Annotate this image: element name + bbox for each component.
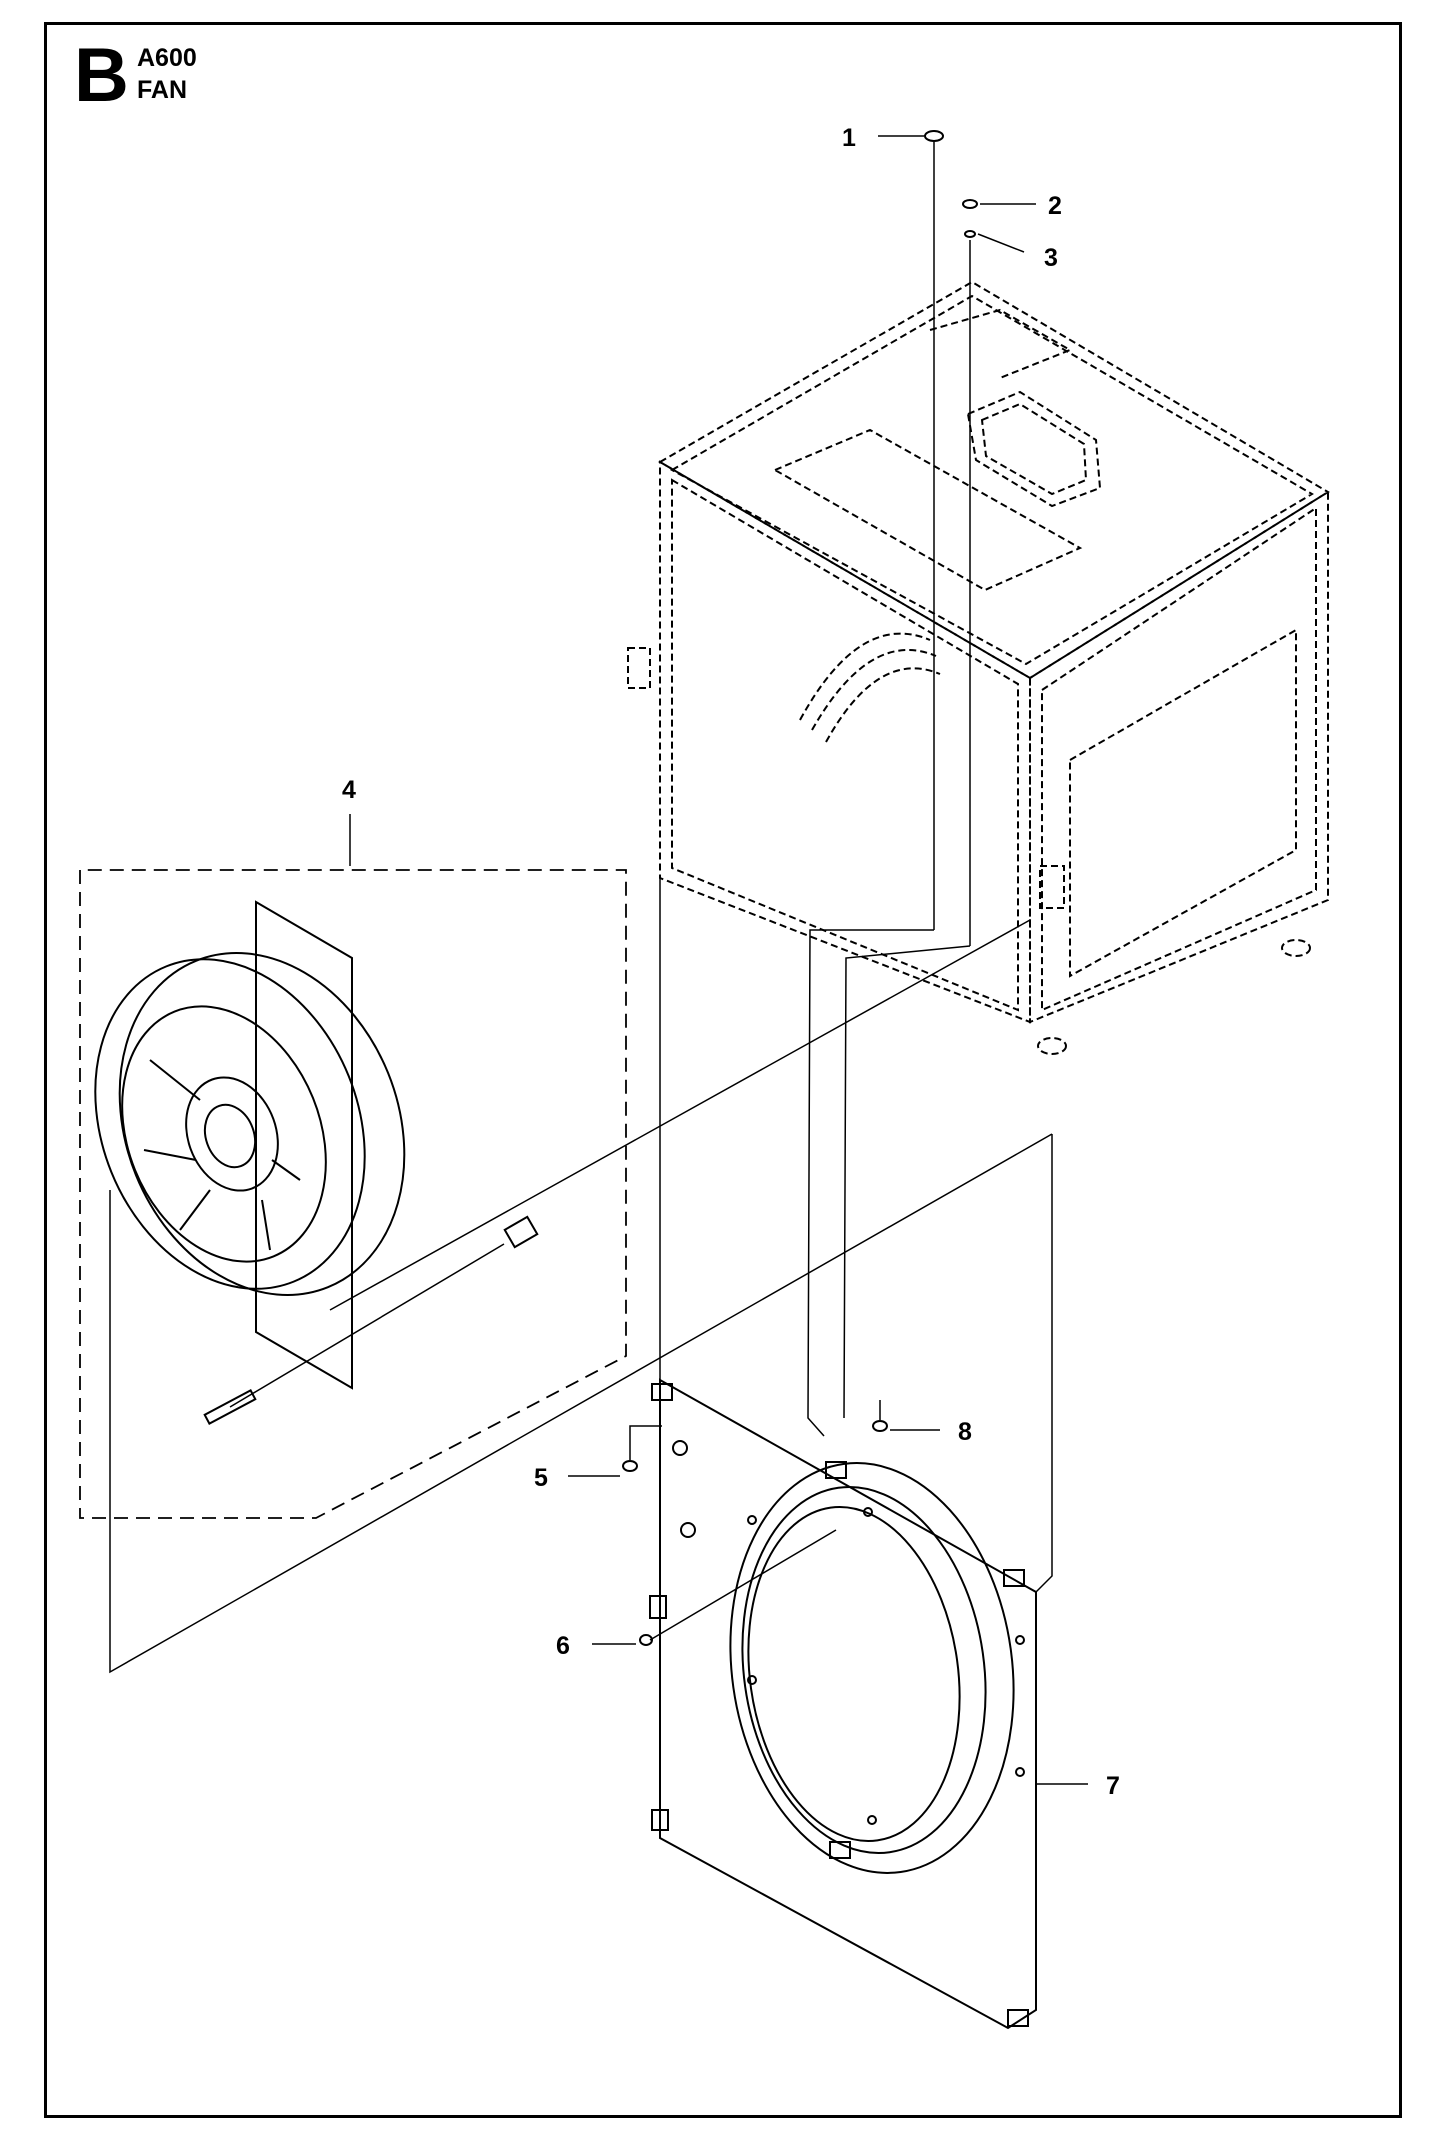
fan-mounting-plate bbox=[649, 1378, 1037, 2030]
leader-lines bbox=[349, 135, 1088, 1785]
callout-3: 3 bbox=[1044, 244, 1058, 272]
callout-4: 4 bbox=[342, 776, 356, 804]
callout-7: 7 bbox=[1106, 1772, 1120, 1800]
callout-8: 8 bbox=[958, 1418, 972, 1446]
page-frame bbox=[44, 22, 1402, 2118]
callout-5: 5 bbox=[534, 1464, 548, 1492]
cabinet-housing bbox=[627, 280, 1330, 1055]
model-name: A600 bbox=[137, 44, 197, 72]
callout-2: 2 bbox=[1048, 192, 1062, 220]
callout-1: 1 bbox=[842, 124, 856, 152]
assembly-guide-lines bbox=[109, 142, 1053, 1674]
fasteners bbox=[622, 130, 978, 1646]
assembly-name: FAN bbox=[137, 76, 187, 104]
centrifugal-fan bbox=[94, 900, 539, 1425]
section-letter: B bbox=[74, 33, 129, 118]
fan-assembly-boundary bbox=[79, 869, 627, 1519]
callout-6: 6 bbox=[556, 1632, 570, 1660]
